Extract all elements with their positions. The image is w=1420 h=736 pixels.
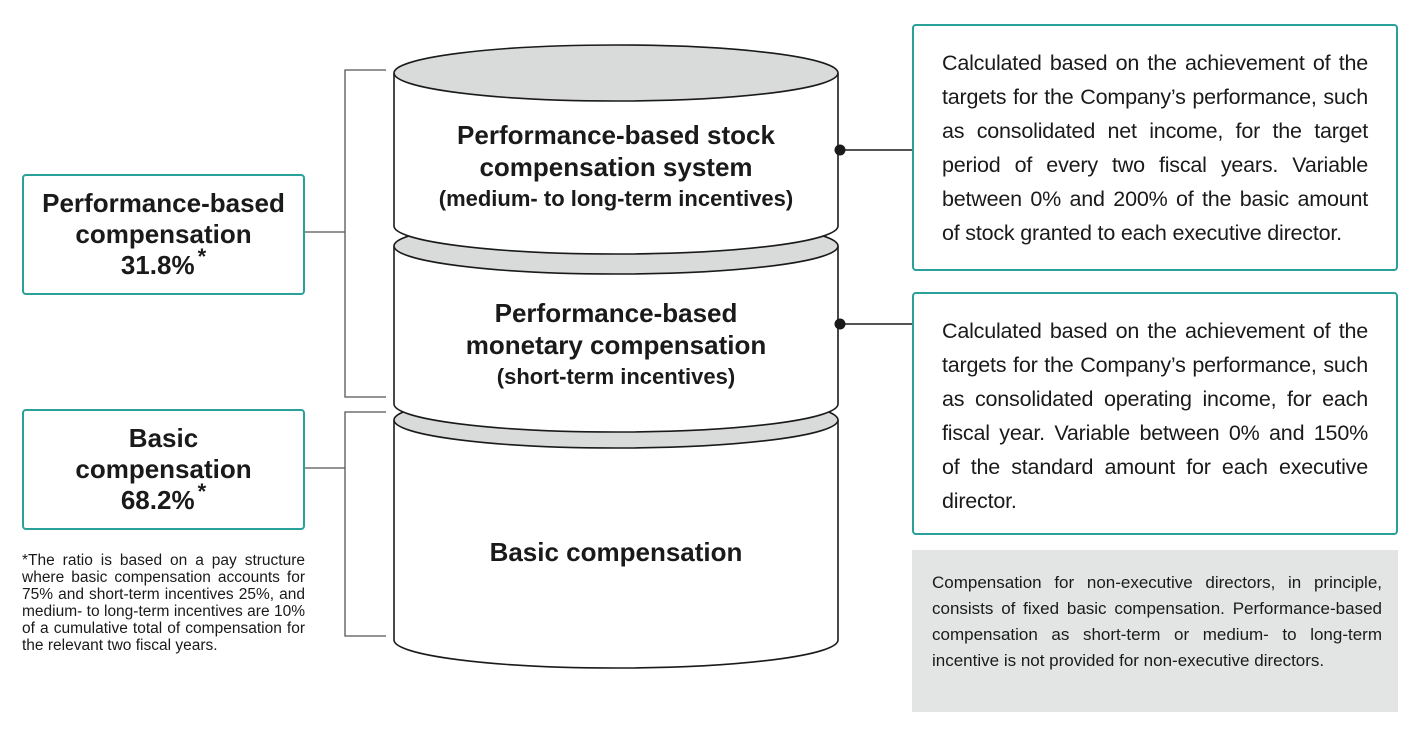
bracket-basic [305, 411, 386, 637]
basic-title-line2: compensation [75, 454, 252, 484]
performance-asterisk: * [197, 244, 207, 269]
connector-dot [834, 144, 846, 156]
connector-stock [834, 144, 912, 156]
performance-title-line1: Performance-based [42, 188, 285, 218]
performance-compensation-box: Performance-based compensation 31.8% * [22, 174, 305, 295]
layer-label-monetary: Performance-based monetary compensation … [394, 297, 838, 393]
connector-dot [834, 318, 846, 330]
basic-percent-row: 68.2% * [120, 481, 206, 516]
cylinder-layer-stock [393, 44, 839, 255]
performance-percent-row: 31.8% * [120, 246, 206, 281]
basic-title-line1: Basic [128, 423, 199, 453]
monetary-description-box: Calculated based on the achievement of t… [912, 292, 1398, 535]
basic-percent: 68.2% [120, 485, 195, 515]
layer-label-stock: Performance-based stock compensation sys… [394, 119, 838, 215]
stock-description-box: Calculated based on the achievement of t… [912, 24, 1398, 271]
bracket-performance [305, 69, 386, 398]
basic-compensation-box: Basic compensation 68.2% * [22, 409, 305, 530]
layer-label-basic: Basic compensation [394, 536, 838, 568]
non-executive-note: Compensation for non-executive directors… [912, 550, 1398, 712]
layer-stock-line1: Performance-based stock [457, 120, 775, 150]
layer-monetary-line1: Performance-based [494, 298, 738, 328]
performance-title-line2: compensation [75, 219, 252, 249]
layer-stock-line3: (medium- to long-term incentives) [438, 186, 794, 211]
layer-basic-line1: Basic compensation [489, 537, 743, 567]
basic-asterisk: * [197, 479, 207, 504]
performance-percent: 31.8% [120, 250, 195, 280]
connector-monetary [834, 318, 912, 330]
layer-monetary-line2: monetary compensation [465, 330, 767, 360]
cylinder-layer-basic [393, 391, 839, 669]
layer-stock-line2: compensation system [479, 152, 753, 182]
footnote: *The ratio is based on a pay structure w… [22, 552, 305, 654]
layer-monetary-line3: (short-term incentives) [496, 364, 736, 389]
